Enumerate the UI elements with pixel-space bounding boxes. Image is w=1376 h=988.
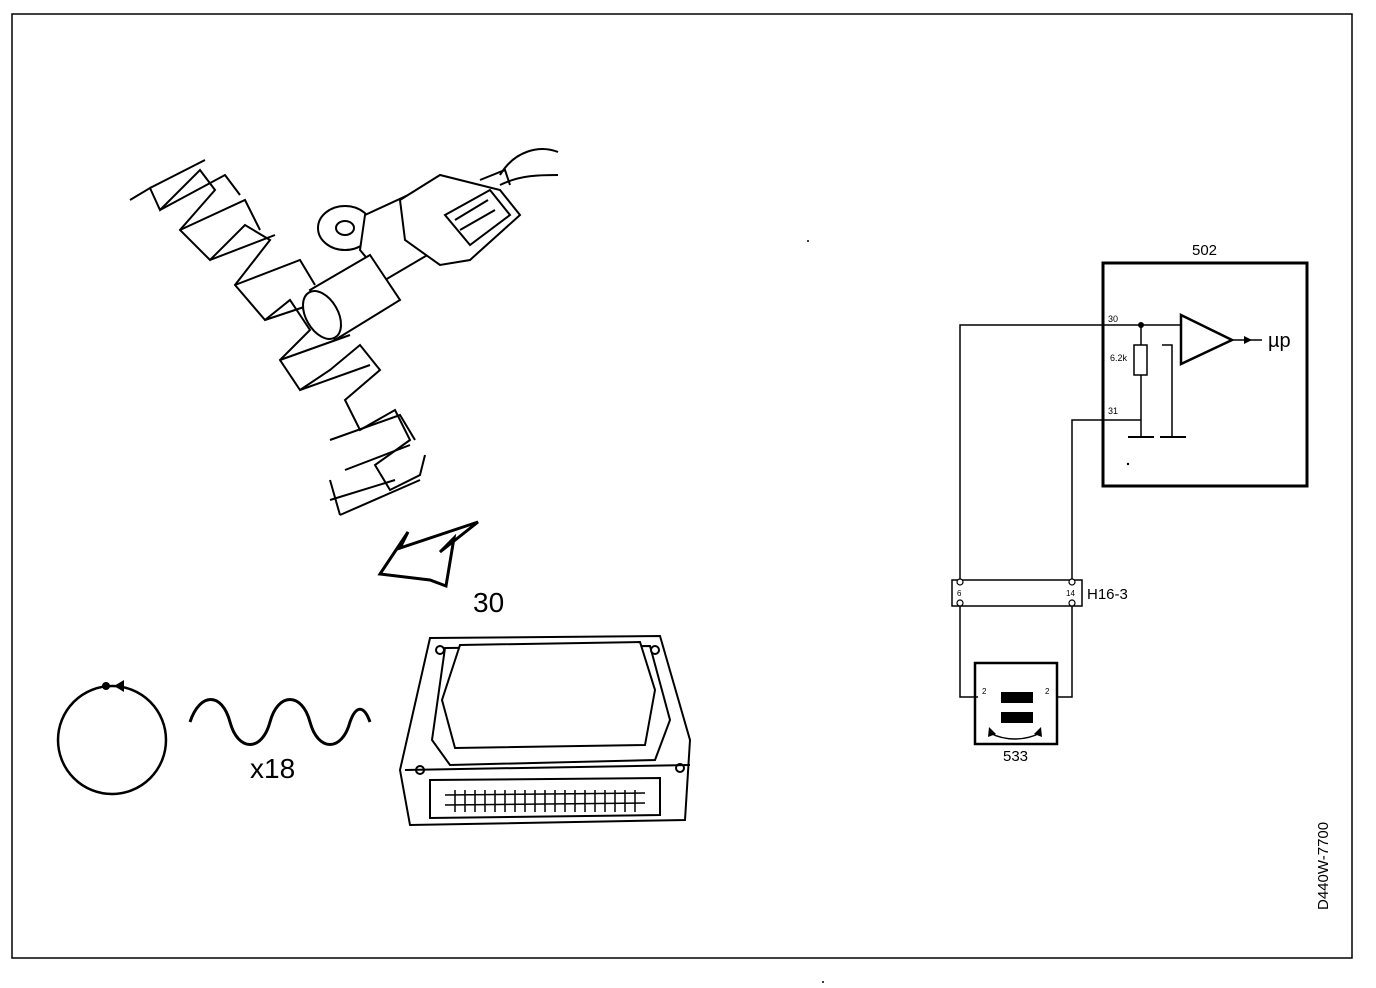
hollow-arrow-icon — [377, 520, 479, 589]
control-unit-box — [1101, 261, 1309, 488]
sensor-pin-right: 2 — [1045, 687, 1050, 696]
pin-31-label: 31 — [1108, 406, 1118, 416]
sensor-pin-left: 2 — [982, 687, 987, 696]
pin-30-label: 30 — [1108, 314, 1118, 324]
control-unit-label: 502 — [1192, 242, 1217, 259]
ecu-connector-pins — [444, 790, 646, 812]
pulse-multiplier: x18 — [250, 753, 295, 784]
resistor-6-2k — [1133, 344, 1148, 376]
flywheel-teeth — [129, 159, 426, 516]
rotation-circle-icon — [56, 680, 168, 796]
connector-h16-3 — [951, 579, 1083, 607]
sine-wave-icon — [188, 698, 372, 746]
resistor-value: 6.2k — [1110, 353, 1128, 363]
output-label: µp — [1268, 330, 1291, 352]
connector-pin-left: 6 — [957, 589, 962, 598]
sensor-body — [302, 148, 559, 342]
connector-label: H16-3 — [1087, 586, 1128, 603]
page-frame — [11, 13, 1353, 959]
document-id: D440W-7700 — [1315, 822, 1332, 910]
sensor-533-box — [973, 661, 1059, 746]
speck-1 — [807, 240, 809, 242]
amplifier-triangle-icon — [1179, 312, 1235, 366]
connector-pin-right: 14 — [1066, 589, 1075, 598]
sensor-coil-top — [1001, 692, 1033, 703]
speck-2 — [822, 981, 824, 983]
crankshaft-sensor-illustration — [129, 148, 559, 516]
control-module-illustration — [398, 634, 692, 827]
circuit-schematic: 502 30 31 6.2k µp 6 14 H16-3 2 — [951, 242, 1309, 765]
ecu-label: 30 — [473, 587, 504, 618]
sensor-label: 533 — [1003, 748, 1028, 765]
sensor-coil-bottom — [1001, 712, 1033, 723]
